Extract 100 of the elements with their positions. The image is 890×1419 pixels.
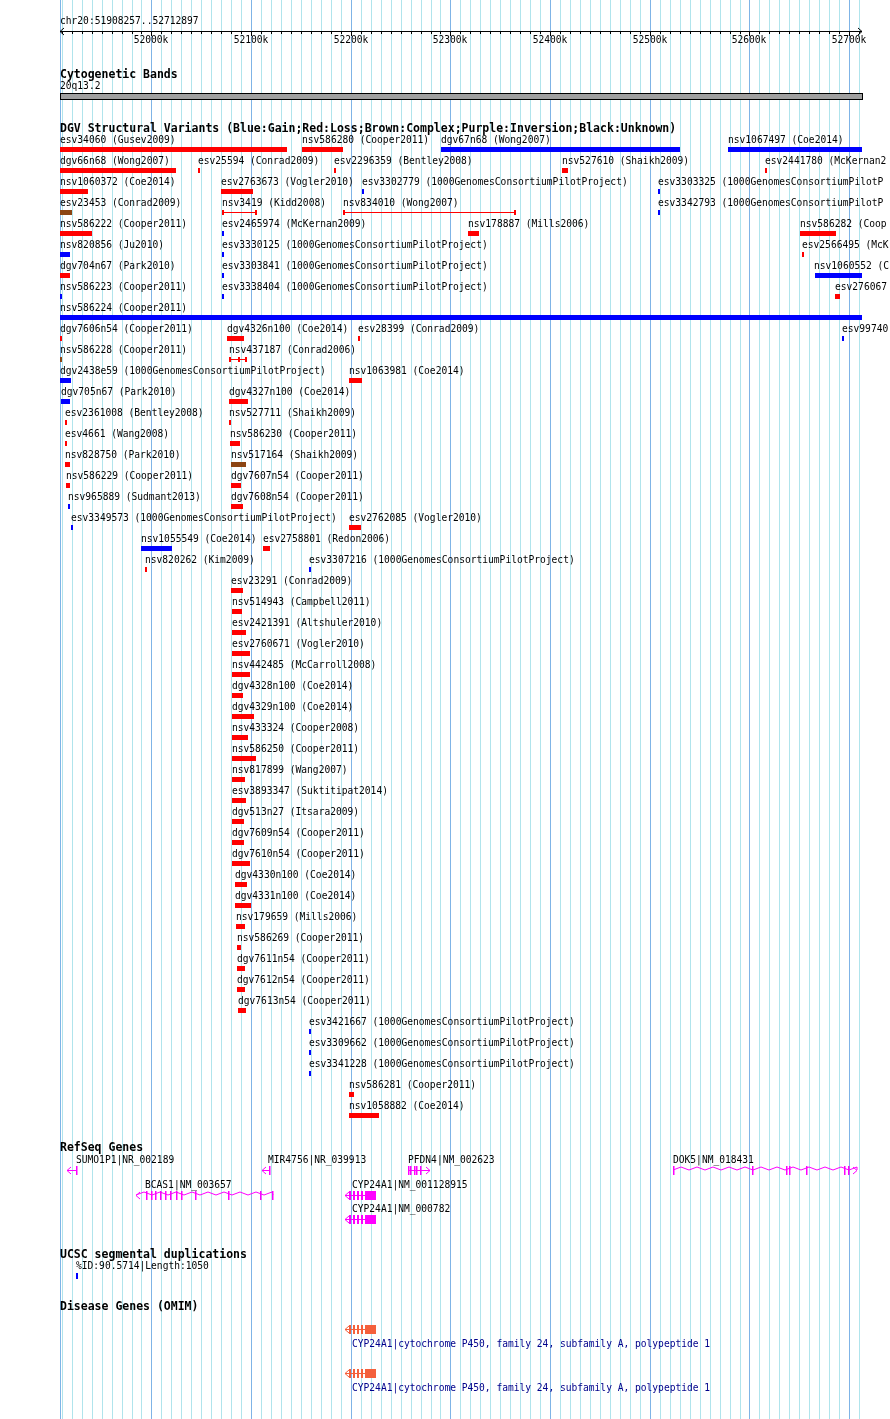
variant-label: esv3893347 (Suktitipat2014) <box>232 785 388 797</box>
variant-label: nsv1058882 (Coe2014) <box>349 1100 465 1112</box>
variant-label: nsv1063981 (Coe2014) <box>349 365 465 377</box>
scale-tick-label: 52600k <box>731 34 767 46</box>
variant-label: nsv442485 (McCarroll2008) <box>232 659 377 671</box>
scale-tick-label: 52500k <box>632 34 668 46</box>
variant-label: esv2361008 (Bentley2008) <box>65 407 204 419</box>
variant-label: dgv7609n54 (Cooper2011) <box>232 827 365 839</box>
variant-label: esv2566495 (McK <box>802 239 889 251</box>
variant-label: esv3309662 (1000GenomesConsortiumPilotProject) <box>309 1037 575 1049</box>
scale-tick-label: 52000k <box>133 34 169 46</box>
band-label: 20q13.2 <box>60 80 101 92</box>
gene-label: PFDN4|NM_002623 <box>408 1154 495 1166</box>
variant-label: nsv586230 (Cooper2011) <box>230 428 358 440</box>
variant-label: nsv437187 (Conrad2006) <box>229 344 357 356</box>
track-title: UCSC segmental duplications <box>60 1248 247 1261</box>
variant-label: nsv527711 (Shaikh2009) <box>229 407 357 419</box>
gene-label: BCAS1|NM_003657 <box>145 1179 232 1191</box>
disease-gene-label: CYP24A1|cytochrome P450, family 24, subfamily A, polypeptide 1 <box>352 1382 711 1394</box>
variant-label: nsv586269 (Cooper2011) <box>237 932 365 944</box>
variant-label: esv3330125 (1000GenomesConsortiumPilotProject) <box>222 239 488 251</box>
track-title: Disease Genes (OMIM) <box>60 1300 199 1313</box>
scale-tick-label: 52100k <box>233 34 269 46</box>
variant-label: nsv834010 (Wong2007) <box>343 197 459 209</box>
disease-gene-label: CYP24A1|cytochrome P450, family 24, subfamily A, polypeptide 1 <box>352 1338 711 1350</box>
variant-label: dgv7613n54 (Cooper2011) <box>238 995 371 1007</box>
variant-label: esv3342793 (1000GenomesConsortiumPilotP <box>658 197 884 209</box>
variant-label: esv3303325 (1000GenomesConsortiumPilotP <box>658 176 884 188</box>
variant-label: nsv179659 (Mills2006) <box>236 911 358 923</box>
variant-label: esv2421391 (Altshuler2010) <box>232 617 383 629</box>
variant-label: dgv4329n100 (Coe2014) <box>232 701 354 713</box>
variant-label: esv23291 (Conrad2009) <box>231 575 353 587</box>
scale-tick-label: 52700k <box>831 34 867 46</box>
variant-label: dgv2438e59 (1000GenomesConsortiumPilotProject) <box>60 365 326 377</box>
variant-label: nsv3419 (Kidd2008) <box>222 197 326 209</box>
variant-label: esv3307216 (1000GenomesConsortiumPilotProject) <box>309 554 575 566</box>
variant-label: nsv820262 (Kim2009) <box>145 554 255 566</box>
variant-label: nsv178887 (Mills2006) <box>468 218 590 230</box>
variant-label: dgv4326n100 (Coe2014) <box>227 323 349 335</box>
duplication-label: %ID:90.5714|Length:1050 <box>76 1260 209 1272</box>
variant-label: esv2758801 (Redon2006) <box>263 533 391 545</box>
variant-label: nsv1055549 (Coe2014) <box>141 533 257 545</box>
variant-label: esv3338404 (1000GenomesConsortiumPilotProject) <box>222 281 488 293</box>
variant-label: nsv586224 (Cooper2011) <box>60 302 188 314</box>
variant-label: nsv1067497 (Coe2014) <box>728 134 844 146</box>
variant-label: nsv828750 (Park2010) <box>65 449 181 461</box>
variant-label: dgv7611n54 (Cooper2011) <box>237 953 370 965</box>
variant-label: nsv586229 (Cooper2011) <box>66 470 194 482</box>
variant-label: dgv704n67 (Park2010) <box>60 260 176 272</box>
variant-label: dgv7606n54 (Cooper2011) <box>60 323 193 335</box>
scale-tick-label: 52300k <box>432 34 468 46</box>
variant-label: dgv705n67 (Park2010) <box>61 386 177 398</box>
coordinate-label: chr20:51908257..52712897 <box>60 15 199 27</box>
variant-label: esv2441780 (McKernan2 <box>765 155 887 167</box>
variant-label: nsv820856 (Ju2010) <box>60 239 164 251</box>
gene-label: CYP24A1|NM_000782 <box>352 1203 451 1215</box>
track-title: RefSeq Genes <box>60 1141 144 1154</box>
variant-label: esv2465974 (McKernan2009) <box>222 218 367 230</box>
variant-label: esv3303841 (1000GenomesConsortiumPilotProject) <box>222 260 488 272</box>
variant-label: nsv586281 (Cooper2011) <box>349 1079 477 1091</box>
variant-label: nsv433324 (Cooper2008) <box>232 722 360 734</box>
variant-label: esv3421667 (1000GenomesConsortiumPilotProject) <box>309 1016 575 1028</box>
variant-label: nsv1060552 (C <box>814 260 890 272</box>
variant-label: esv23453 (Conrad2009) <box>60 197 182 209</box>
variant-label: dgv66n68 (Wong2007) <box>60 155 170 167</box>
variant-label: esv3302779 (1000GenomesConsortiumPilotProject) <box>362 176 628 188</box>
variant-label: nsv1060372 (Coe2014) <box>60 176 176 188</box>
variant-label: nsv586250 (Cooper2011) <box>232 743 360 755</box>
variant-label: nsv586282 (Coop <box>800 218 887 230</box>
variant-label: esv34060 (Gusev2009) <box>60 134 176 146</box>
variant-label: esv2763673 (Vogler2010) <box>221 176 354 188</box>
variant-label: esv4661 (Wang2008) <box>65 428 169 440</box>
variant-label: nsv527610 (Shaikh2009) <box>562 155 690 167</box>
variant-label: esv2296359 (Bentley2008) <box>334 155 473 167</box>
gene-label: MIR4756|NR_039913 <box>268 1154 367 1166</box>
variant-label: dgv7608n54 (Cooper2011) <box>231 491 364 503</box>
variant-label: dgv7610n54 (Cooper2011) <box>232 848 365 860</box>
variant-label: esv2762085 (Vogler2010) <box>349 512 482 524</box>
variant-label: esv276067 <box>835 281 887 293</box>
variant-label: dgv513n27 (Itsara2009) <box>232 806 360 818</box>
variant-label: nsv517164 (Shaikh2009) <box>231 449 359 461</box>
track-title: Cytogenetic Bands <box>60 68 178 81</box>
variant-label: dgv67n68 (Wong2007) <box>441 134 551 146</box>
variant-label: dgv4327n100 (Coe2014) <box>229 386 351 398</box>
variant-label: nsv586222 (Cooper2011) <box>60 218 188 230</box>
variant-label: nsv586228 (Cooper2011) <box>60 344 188 356</box>
variant-label: nsv586223 (Cooper2011) <box>60 281 188 293</box>
gene-label: DOK5|NM_018431 <box>673 1154 754 1166</box>
gene-label: CYP24A1|NM_001128915 <box>352 1179 468 1191</box>
variant-label: dgv4330n100 (Coe2014) <box>235 869 357 881</box>
variant-label: nsv965889 (Sudmant2013) <box>68 491 201 503</box>
variant-label: dgv7612n54 (Cooper2011) <box>237 974 370 986</box>
track-title: DGV Structural Variants (Blue:Gain;Red:Loss;Brown:Complex;Purple:Inversion;Black:Unknown) <box>60 122 677 135</box>
variant-label: nsv586280 (Cooper2011) <box>302 134 430 146</box>
variant-label: dgv7607n54 (Cooper2011) <box>231 470 364 482</box>
variant-label: esv2760671 (Vogler2010) <box>232 638 365 650</box>
variant-label: dgv4331n100 (Coe2014) <box>235 890 357 902</box>
variant-label: dgv4328n100 (Coe2014) <box>232 680 354 692</box>
variant-label: esv25594 (Conrad2009) <box>198 155 320 167</box>
scale-tick-label: 52400k <box>532 34 568 46</box>
